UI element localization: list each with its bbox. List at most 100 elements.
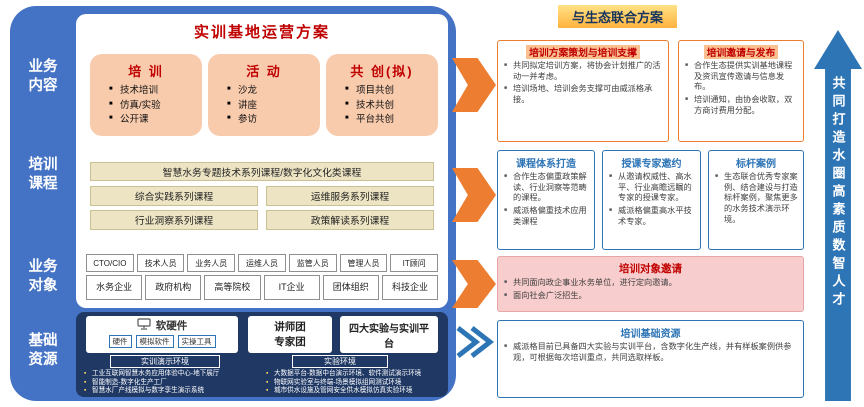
hardware-sub: 实操工具 (177, 335, 216, 348)
benchmark-case-list: 生态联合优秀专家案例、结合建设与打造标杆案例，聚焦更多的水务技术演示环境。 (709, 172, 798, 225)
invite-publish-title: 培训邀请与发布 (703, 45, 779, 59)
lab-env-list: 大数据平台-数据中台演示环境、软件测试演示环境 物联网实验室与终端-场景模拟组网… (266, 370, 444, 396)
list-item: 合作生态提供实训基地课程及资讯宣传邀请与信息发布。 (685, 61, 798, 93)
plan-support-list: 共同拟定培训方案，将协会计划推广的活动一并考虑。 培训场地、培训会务支撑可由威派… (498, 61, 663, 106)
audience-invite-title: 培训对象邀请 (619, 263, 682, 275)
audience-cell: 高等院校 (204, 275, 261, 300)
list-item: 共同拟定培训方案，将协会计划推广的活动一并考虑。 (504, 61, 663, 82)
audience-cell: 技术人员 (136, 254, 185, 272)
hardware-software-head: 软硬件 (86, 318, 238, 333)
list-item: 平台共创 (345, 113, 438, 128)
course-box: 运维服务系列课程 (266, 186, 434, 206)
list-item: 智能制造-数字化生产工厂 (84, 379, 260, 388)
training-box-list: 技术培训 仿真/实验 公开课 (90, 84, 202, 128)
list-item: 从邀请权威性、高水平、行业高瞻远瞩的专家的授课专家。 (609, 172, 695, 204)
cocreation-box-title: 共 创(拟) (350, 64, 414, 79)
audience-cell: 监管人员 (288, 254, 337, 272)
hardware-icon (137, 318, 151, 333)
expert-invite-box: 授课专家邀约 从邀请权威性、高水平、行业高瞻远瞩的专家的授课专家。 威派格偏重高… (602, 150, 701, 250)
flow-arrow-icon (452, 58, 496, 112)
list-item: 培训场地、培训会务支撑可由威派格承接。 (504, 84, 663, 105)
audience-cell: IT企业 (263, 275, 320, 300)
audience-cell: 运维人员 (238, 254, 286, 272)
audience-cell: IT顾问 (390, 254, 439, 272)
audience-cell: 水务企业 (86, 275, 143, 300)
list-item: 大数据平台-数据中台演示环境、软件测试演示环境 (266, 370, 444, 379)
list-item: 威派格目前已具备四大实验与实训平台，含数字化生产线，并有样板案例供参观，可根据每… (504, 342, 798, 363)
course-box-main: 智慧水务专题技术系列课程/数字化文化类课程 (90, 162, 434, 181)
cocreation-box: 共 创(拟) 项目共创 技术共创 平台共创 (326, 54, 438, 136)
lab-env-label: 实验环境 (292, 355, 388, 368)
operation-plan-panel: 业务 内容 培训 课程 业务 对象 基础 资源 实训基地运营方案 培 训 技术培… (10, 6, 456, 401)
cocreation-box-list: 项目共创 技术共创 平台共创 (326, 84, 438, 128)
list-item: 培训通知，由协会收取，双方商讨费用分配。 (685, 95, 798, 116)
plan-support-box: 培训方案策划与培训支撑 共同拟定培训方案，将协会计划推广的活动一并考虑。 培训场… (497, 40, 669, 142)
invite-publish-box: 培训邀请与发布 合作生态提供实训基地课程及资讯宣传邀请与信息发布。 培训通知，由… (678, 40, 804, 142)
audience-cell: 政府机构 (145, 275, 202, 300)
list-item: 参访 (227, 113, 320, 128)
list-item: 生态联合优秀专家案例、结合建设与打造标杆案例，聚焦更多的水务技术演示环境。 (715, 172, 798, 225)
course-box: 行业洞察系列课程 (90, 210, 258, 230)
course-system-title: 课程体系打造 (516, 159, 576, 170)
row-label-business-targets: 业务 对象 (28, 259, 58, 294)
hardware-sub-boxes: 硬件 模拟软件 实操工具 (86, 335, 238, 348)
demo-env-label: 实训演示环境 (110, 355, 220, 368)
audience-invite-list: 共同面向政企事业水务单位，进行定向邀请。 面向社会广泛招生。 (498, 278, 798, 301)
list-item: 仿真/实验 (109, 99, 202, 114)
benchmark-case-title: 标杆案例 (736, 159, 776, 170)
demo-env-list: 工业互联网智慧水务应用体验中心-地下展厅 智能制造-数字化生产工厂 智慧水厂产线… (84, 370, 260, 396)
training-box-title: 培 训 (128, 64, 164, 79)
goal-arrow: 共同打造水圈高素质数智人才 (814, 30, 862, 401)
row-label-training-courses: 培训 课程 (28, 157, 58, 192)
list-item: 共同面向政企事业水务单位，进行定向邀请。 (504, 278, 798, 289)
list-item: 智慧水厂产线模拟与数字孪生演示系统 (84, 387, 260, 396)
audience-role-row: CTO/CIO 技术人员 业务人员 运维人员 监管人员 管理人员 IT顾问 (86, 254, 439, 272)
double-chevron-icon (452, 320, 495, 369)
plan-content-panel: 实训基地运营方案 培 训 技术培训 仿真/实验 公开课 活 动 沙龙 讲座 参访 (76, 14, 448, 308)
training-resource-title: 培训基础资源 (620, 329, 681, 340)
benchmark-case-box: 标杆案例 生态联合优秀专家案例、结合建设与打造标杆案例，聚焦更多的水务技术演示环… (708, 150, 804, 250)
audience-cell: 科技企业 (381, 275, 439, 300)
audience-cell: CTO/CIO (86, 254, 134, 272)
hardware-software-box: 软硬件 硬件 模拟软件 实操工具 (86, 316, 238, 353)
course-system-list: 合作生态偏重政策解读、行业洞察等范畴的课程。 威派格偏重技术应用类课程 (498, 172, 589, 227)
list-item: 项目共创 (345, 84, 438, 99)
row-label-business-content: 业务 内容 (28, 59, 58, 94)
audience-invite-box: 培训对象邀请 共同面向政企事业水务单位，进行定向邀请。 面向社会广泛招生。 (497, 256, 804, 312)
list-item: 物联网实验室与终端-场景模拟组网测试环境 (266, 379, 444, 388)
lecturer-team-box: 讲师团 专家团 (248, 316, 332, 353)
flow-arrow-icon (452, 260, 496, 308)
flow-arrow-icon (452, 168, 496, 222)
hardware-sub: 模拟软件 (135, 335, 174, 348)
activity-box: 活 动 沙龙 讲座 参访 (208, 54, 320, 136)
activity-box-title: 活 动 (246, 64, 282, 79)
training-box: 培 训 技术培训 仿真/实验 公开课 (90, 54, 202, 136)
list-item: 沙龙 (227, 84, 320, 99)
invite-publish-list: 合作生态提供实训基地课程及资讯宣传邀请与信息发布。 培训通知，由协会收取，双方商… (679, 61, 798, 116)
plan-support-title: 培训方案策划与培训支撑 (526, 45, 640, 59)
list-item: 威派格偏重高水平技术专家。 (609, 206, 695, 227)
list-item: 面向社会广泛招生。 (504, 291, 798, 302)
platform-box: 四大实验与实训平台 (340, 316, 438, 353)
training-resource-box: 培训基础资源 威派格目前已具备四大实验与实训平台，含数字化生产线，并有样板案例供… (497, 320, 804, 398)
course-box: 政策解读系列课程 (266, 210, 434, 230)
hardware-software-title: 软硬件 (155, 320, 188, 332)
list-item: 城市供水设施及管网安全供水模拟仿真实验环境 (266, 387, 444, 396)
list-item: 技术共创 (345, 99, 438, 114)
course-box: 综合实践系列课程 (90, 186, 258, 206)
activity-box-list: 沙龙 讲座 参访 (208, 84, 320, 128)
plan-title: 实训基地运营方案 (193, 24, 330, 41)
audience-cell: 业务人员 (187, 254, 236, 272)
audience-org-row: 水务企业 政府机构 高等院校 IT企业 团体组织 科技企业 (86, 275, 439, 300)
hardware-sub: 硬件 (108, 335, 132, 348)
row-label-base-resources: 基础 资源 (28, 333, 58, 368)
expert-invite-title: 授课专家邀约 (621, 159, 682, 170)
goal-arrow-label: 共同打造水圈高素质数智人才 (830, 76, 846, 310)
eco-plan-header: 与生态联合方案 (558, 5, 678, 28)
base-resources-panel: 软硬件 硬件 模拟软件 实操工具 讲师团 专家团 四大实验与实训平台 实训演示环… (76, 312, 448, 397)
list-item: 讲座 (227, 99, 320, 114)
list-item: 工业互联网智慧水务应用体验中心-地下展厅 (84, 370, 260, 379)
list-item: 技术培训 (109, 84, 202, 99)
expert-invite-list: 从邀请权威性、高水平、行业高瞻远瞩的专家的授课专家。 威派格偏重高水平技术专家。 (603, 172, 695, 227)
